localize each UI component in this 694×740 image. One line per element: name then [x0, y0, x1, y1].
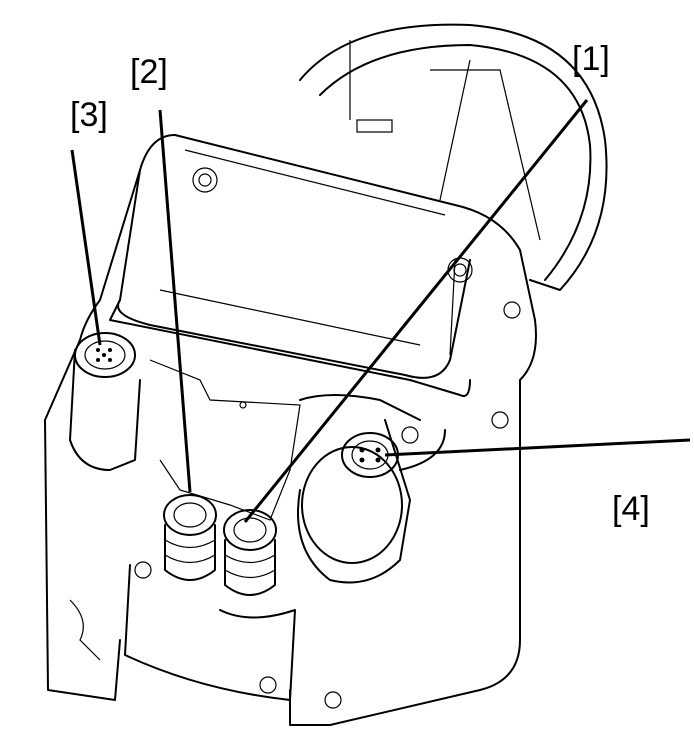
- mounting-flange: [299, 23, 608, 291]
- connector-1: [223, 509, 277, 596]
- leader-line-4: [384, 438, 691, 457]
- connector-4: [297, 419, 419, 584]
- callout-label-4: [4]: [612, 490, 650, 528]
- callout-label-3: [3]: [70, 96, 108, 134]
- connector-2: [163, 494, 217, 581]
- callout-label-1: [1]: [572, 40, 610, 78]
- cover-plate: [69, 561, 342, 709]
- connector-3: [69, 332, 141, 471]
- leader-line-3: [70, 149, 102, 346]
- callout-label-2: [2]: [130, 53, 168, 91]
- leader-line-2: [158, 109, 192, 493]
- housing: [44, 134, 537, 726]
- leader-line-1: [243, 99, 589, 523]
